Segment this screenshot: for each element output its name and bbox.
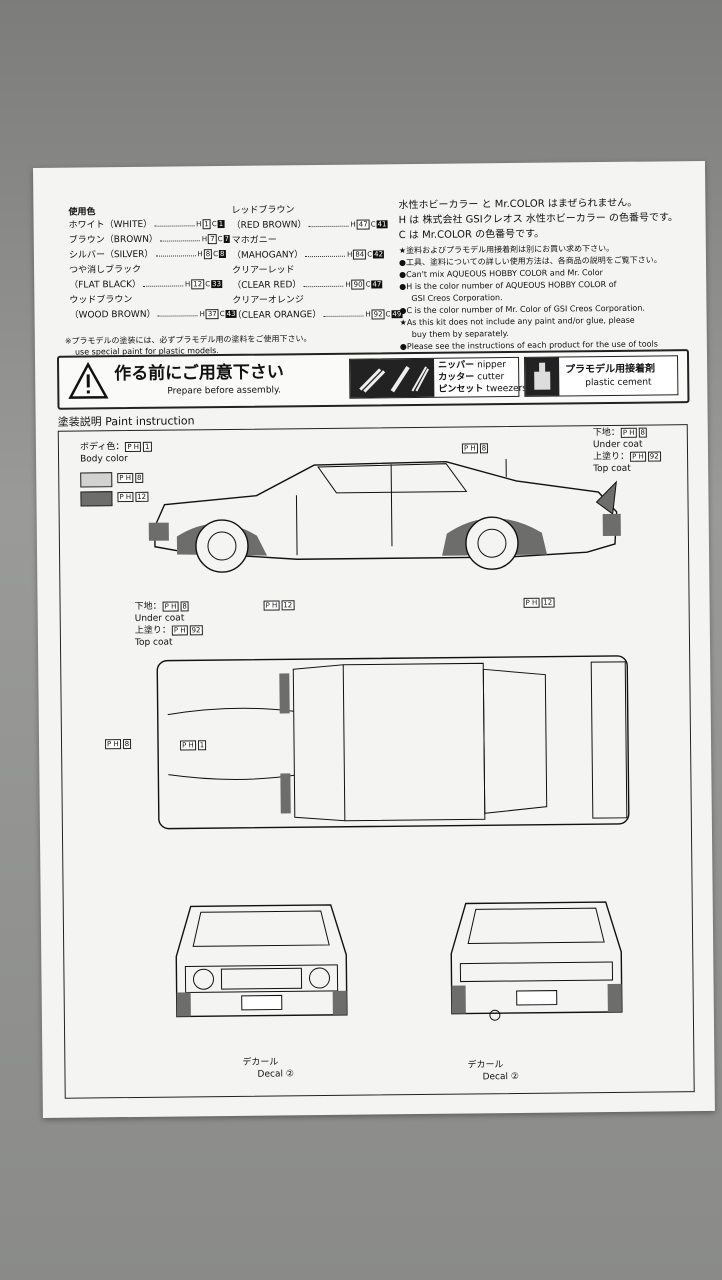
- swatch-h8: [80, 472, 113, 488]
- banner-title: 作る前にご用意下さい: [114, 362, 284, 385]
- car-rear-view: [450, 901, 623, 1021]
- swatch-h12: [80, 491, 113, 507]
- car-front-view: [175, 904, 348, 1018]
- wing-under-coat-en: Under coat: [592, 439, 643, 451]
- color-item: マホガニー: [231, 235, 277, 246]
- color-item: クリアーレッド: [232, 265, 295, 276]
- car-top-view: [156, 655, 630, 830]
- rear-decal-jp: デカール: [467, 1060, 504, 1071]
- car-side-view: [148, 459, 621, 573]
- paint-instruction-heading: 塗装説明 Paint instruction: [57, 414, 195, 429]
- spoiler-under-coat-en: Under coat: [134, 613, 185, 624]
- paint-notes: 水性ホビーカラー と Mr.COLOR はまぜられません。H は 株式会社 GS…: [398, 197, 679, 365]
- color-item: クリアーオレンジ: [232, 295, 304, 306]
- spoiler-top-coat-en: Top coat: [134, 637, 173, 648]
- cement-bottle-icon: [525, 357, 560, 396]
- body-color-en: Body color: [80, 454, 128, 465]
- colors-heading: 使用色: [68, 207, 96, 218]
- front-decal-en: Decal ②: [257, 1069, 294, 1080]
- tools-icon: [350, 358, 435, 398]
- color-item: つや消しブラック: [69, 264, 142, 276]
- cement-jp: プラモデル用接着剤: [565, 363, 656, 376]
- front-decal-jp: デカール: [242, 1057, 279, 1068]
- cement-en: plastic cement: [585, 377, 652, 389]
- prepare-banner: 作る前にご用意下さい Prepare before assembly. ニッパー…: [56, 349, 690, 410]
- cement-box: プラモデル用接着剤 plastic cement: [524, 355, 679, 397]
- rear-decal-en: Decal ②: [482, 1071, 519, 1083]
- banner-subtitle: Prepare before assembly.: [167, 385, 281, 397]
- color-item: ウッドブラウン: [69, 294, 133, 306]
- warning-icon: [68, 361, 109, 399]
